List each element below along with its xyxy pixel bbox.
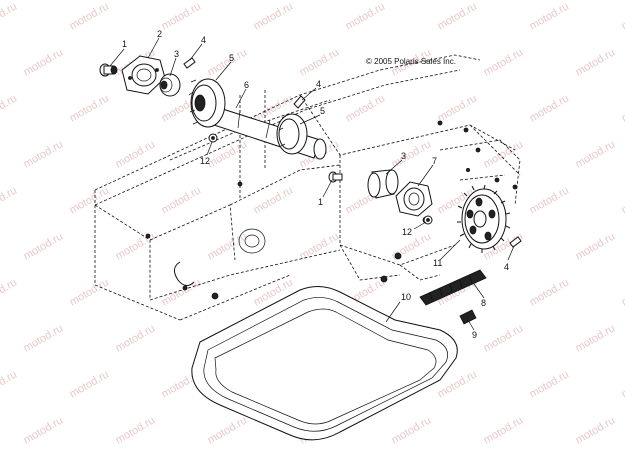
frame-round-plate <box>238 228 266 254</box>
callout-8: 8 <box>481 298 486 308</box>
callout-9: 9 <box>472 330 477 340</box>
watermark-text: motod.ru <box>344 0 388 32</box>
watermark-text: motod.ru <box>160 184 204 216</box>
pin-middle <box>293 95 306 109</box>
frame-clip <box>174 261 195 286</box>
watermark-text: motod.ru <box>114 322 158 354</box>
watermark-text: motod.ru <box>574 46 618 78</box>
watermark-text: motod.ru <box>528 92 572 124</box>
watermark-text: motod.ru <box>436 0 480 32</box>
callout-12-right: 12 <box>402 227 412 237</box>
watermark-text: motod.ru <box>68 0 112 32</box>
watermark-text: motod.ru <box>160 0 204 32</box>
driven-sprocket <box>457 184 511 253</box>
watermark-text: motod.ru <box>574 230 618 262</box>
leader-lines <box>109 37 515 331</box>
callout-5-lower: 5 <box>320 106 325 116</box>
callout-1-lower: 1 <box>318 197 323 207</box>
watermark-text: motod.ru <box>620 184 625 216</box>
watermark-text: motod.ru <box>574 138 618 170</box>
watermark-text: motod.ru <box>252 0 296 32</box>
watermark-text: motod.ru <box>298 230 342 262</box>
bearing-middle <box>367 169 399 199</box>
watermark-text: motod.ru <box>482 414 526 446</box>
pin-upper <box>183 57 196 69</box>
callout-4-middle: 4 <box>316 79 321 89</box>
watermark-text: motod.ru <box>252 184 296 216</box>
watermark-text: motod.ru <box>620 0 625 32</box>
watermark-text: motod.ru <box>574 322 618 354</box>
drive-chain <box>419 269 487 306</box>
callout-3-lower: 3 <box>401 151 406 161</box>
watermark-text: motod.ru <box>22 46 66 78</box>
watermark-text: motod.ru <box>436 92 480 124</box>
drive-belt <box>191 286 458 441</box>
drive-sprocket-left <box>188 78 226 128</box>
watermark-text: motod.ru <box>22 322 66 354</box>
callout-4-right: 4 <box>504 262 509 272</box>
watermark-text: motod.ru <box>574 414 618 446</box>
watermark-text: motod.ru <box>620 92 625 124</box>
callout-4-upper: 4 <box>201 35 206 45</box>
bolt-12-left <box>208 133 218 143</box>
watermark-text: motod.ru <box>114 138 158 170</box>
watermark-text: motod.ru <box>114 230 158 262</box>
watermark-text: motod.ru <box>528 276 572 308</box>
callout-2: 2 <box>157 29 162 39</box>
callout-7: 7 <box>432 156 437 166</box>
callouts: 1 2 3 4 5 6 4 5 12 1 3 7 12 11 4 8 9 10 <box>122 29 509 340</box>
watermark-text: motod.ru <box>22 230 66 262</box>
watermark-text: motod.ru <box>206 414 250 446</box>
watermark-text: motod.ru <box>160 276 204 308</box>
watermark-text: motod.ru <box>528 0 572 32</box>
bolt-middle <box>328 171 343 183</box>
watermark-text: motod.ru <box>620 276 625 308</box>
frame-holes <box>145 120 518 300</box>
callout-3-upper: 3 <box>174 49 179 59</box>
callout-12-left: 12 <box>200 156 210 166</box>
bearing-flange-lower <box>395 181 433 217</box>
watermark-text: motod.ru <box>0 276 19 308</box>
watermark-text: motod.ru <box>0 92 19 124</box>
watermark-text: motod.ru <box>114 414 158 446</box>
callout-5-upper: 5 <box>229 53 234 63</box>
copyright-text: © 2005 Polaris Sales Inc. <box>366 57 456 66</box>
callout-6: 6 <box>244 80 249 90</box>
watermark-text: motod.ru <box>68 276 112 308</box>
watermark-text: motod.ru <box>0 0 19 32</box>
watermark-text: motod.ru <box>482 46 526 78</box>
watermark-text: motod.ru <box>528 184 572 216</box>
bolt-upper <box>99 63 118 77</box>
chain-link <box>459 309 477 325</box>
bolt-12-right <box>423 215 433 225</box>
drive-sprocket-right <box>276 113 308 155</box>
watermark-text: motod.ru <box>206 138 250 170</box>
watermark-text: motod.ru <box>206 230 250 262</box>
watermark-text: motod.ru <box>482 322 526 354</box>
watermark-text: motod.ru <box>22 414 66 446</box>
pin-right <box>509 236 522 248</box>
watermark-text: motod.ru <box>206 46 250 78</box>
watermark-text: motod.ru <box>68 92 112 124</box>
bearing-upper <box>159 73 181 97</box>
callout-10: 10 <box>401 292 411 302</box>
watermark-text: motod.ru <box>620 368 625 400</box>
watermark-text: motod.ru <box>0 368 19 400</box>
watermark-text: motod.ru <box>298 46 342 78</box>
watermark-text: motod.ru <box>0 184 19 216</box>
watermark-text: motod.ru <box>390 414 434 446</box>
watermark-text: motod.ru <box>344 92 388 124</box>
callout-1-upper: 1 <box>122 39 127 49</box>
watermark-text: motod.ru <box>22 138 66 170</box>
callout-11: 11 <box>433 258 442 268</box>
watermark-text: motod.ru <box>390 138 434 170</box>
watermark-text: motod.ru <box>68 368 112 400</box>
watermark-text: motod.ru <box>528 368 572 400</box>
